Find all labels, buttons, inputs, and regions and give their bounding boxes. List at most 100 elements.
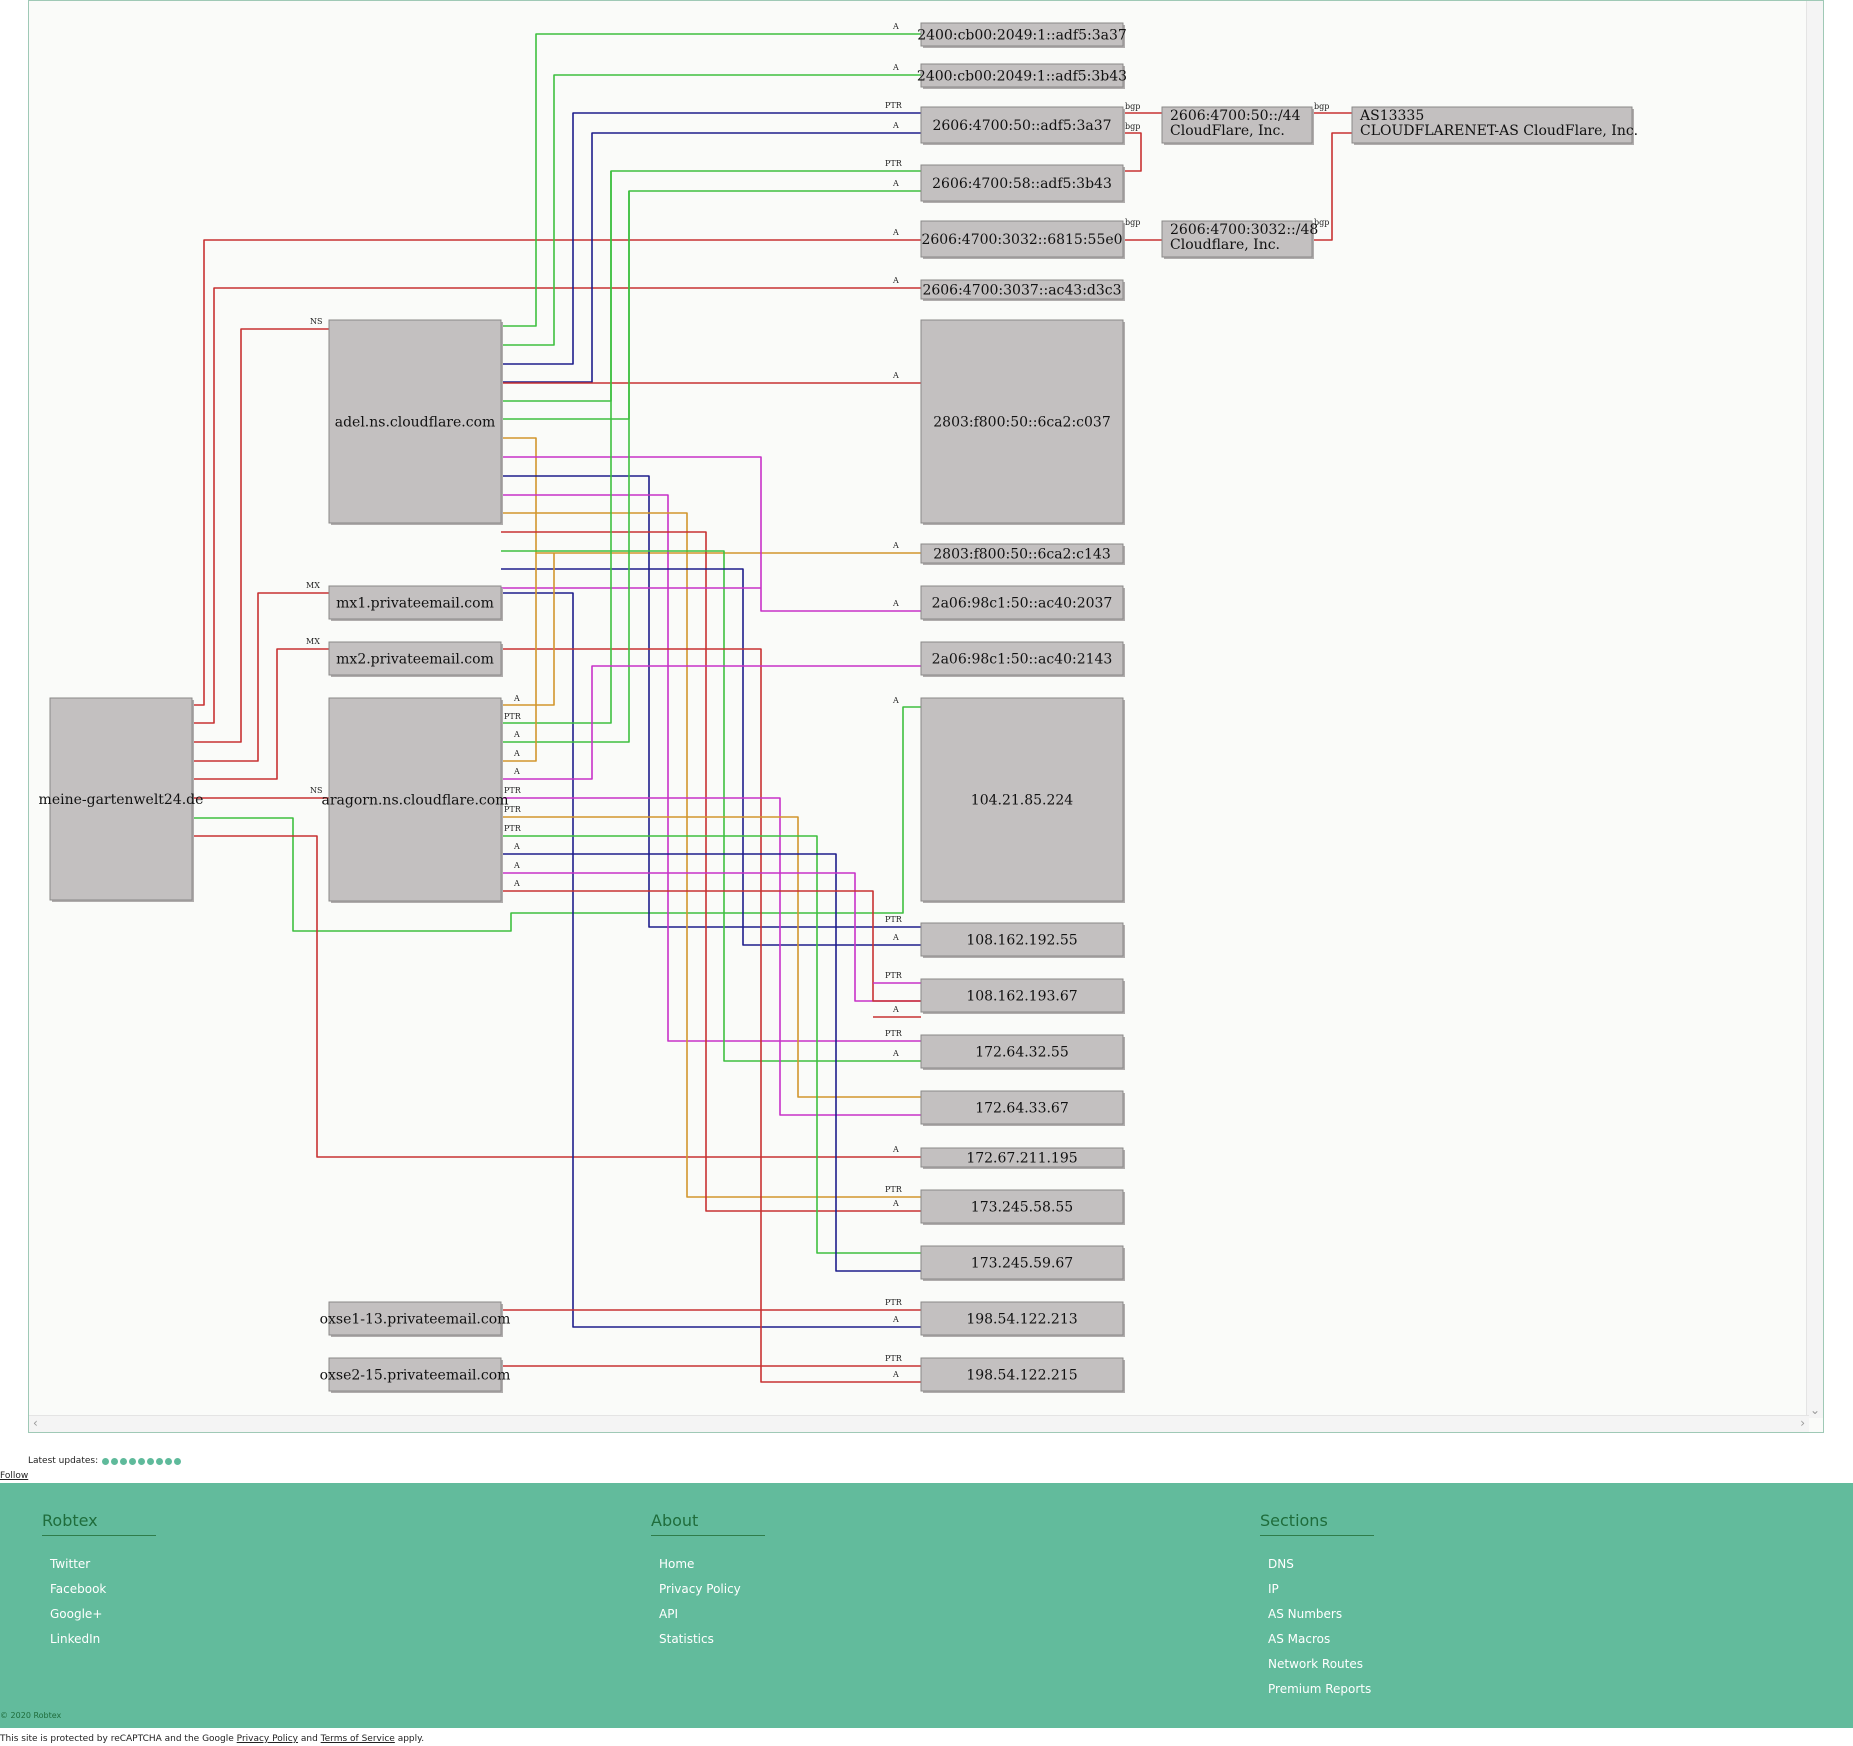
graph-edge: [192, 328, 329, 743]
update-dot[interactable]: [111, 1457, 119, 1465]
scroll-left-icon[interactable]: ‹: [33, 1416, 38, 1430]
graph-node-ip6_5[interactable]: 2606:4700:3032::6815:55e0: [920, 220, 1125, 259]
footer-link-network-routes[interactable]: Network Routes: [1268, 1657, 1364, 1671]
node-box: [920, 978, 1124, 1013]
horizontal-scrollbar[interactable]: ‹ ›: [29, 1415, 1809, 1432]
footer-link-privacy-policy[interactable]: Privacy Policy: [659, 1582, 741, 1596]
graph-nodes: meine-gartenwelt24.de adel.ns.cloudflare.…: [39, 22, 1638, 1393]
scroll-right-icon[interactable]: ›: [1800, 1416, 1805, 1430]
graph-edge: [501, 512, 921, 1198]
graph-node-ip4_8[interactable]: 173.245.59.67: [920, 1245, 1125, 1281]
update-indicator-dots[interactable]: [102, 1457, 182, 1465]
graph-node-ip4_1[interactable]: 104.21.85.224: [920, 697, 1125, 903]
footer-link-facebook[interactable]: Facebook: [50, 1582, 107, 1596]
graph-node-ip4_9[interactable]: 198.54.122.213: [920, 1301, 1125, 1337]
graph-node-mx2[interactable]: mx2.privateemail.com: [328, 641, 503, 677]
graph-edge: [501, 191, 630, 743]
graph-node-ip4_3[interactable]: 108.162.193.67: [920, 978, 1125, 1014]
graph-edge: [501, 553, 537, 762]
graph-node-ns2[interactable]: aragorn.ns.cloudflare.com: [322, 697, 509, 903]
footer-link-googleplus[interactable]: Google+: [50, 1607, 103, 1621]
update-dot[interactable]: [147, 1457, 155, 1465]
graph-node-ip4_10[interactable]: 198.54.122.215: [920, 1357, 1125, 1393]
graph-edge: [501, 665, 921, 780]
node-label: 104.21.85.224: [971, 793, 1074, 809]
edge-label: PTR: [885, 971, 903, 980]
footer-link-statistics[interactable]: Statistics: [659, 1632, 714, 1646]
graph-edge: [501, 853, 921, 1272]
privacy-policy-link[interactable]: Privacy Policy: [236, 1734, 299, 1744]
graph-edge: [501, 890, 921, 1002]
graph-node-ip6_3[interactable]: 2606:4700:50::adf5:3a37: [920, 106, 1125, 145]
graph-node-ip6_6[interactable]: 2606:4700:3037::ac43:d3c3: [920, 279, 1125, 301]
footer-link-twitter[interactable]: Twitter: [50, 1557, 91, 1571]
node-box: [328, 641, 502, 676]
scroll-down-icon[interactable]: ⌄: [1810, 1403, 1821, 1417]
graph-node-ip6_1[interactable]: 2400:cb00:2049:1::adf5:3a37: [917, 22, 1127, 48]
footer-link-home[interactable]: Home: [659, 1557, 695, 1571]
graph-node-ip4_7[interactable]: 173.245.58.55: [920, 1189, 1125, 1225]
edge-label: A: [513, 694, 520, 703]
graph-edge: [501, 568, 921, 946]
graph-node-domain[interactable]: meine-gartenwelt24.de: [39, 697, 204, 902]
footer-link-as-numbers[interactable]: AS Numbers: [1268, 1607, 1343, 1621]
edge-label: MX: [306, 637, 320, 646]
node-box: [328, 697, 502, 902]
edge-label: A: [892, 1370, 899, 1379]
graph-node-ip6_10[interactable]: 2a06:98c1:50::ac40:2143: [920, 641, 1125, 677]
footer-link-as-macros[interactable]: AS Macros: [1268, 1632, 1331, 1646]
graph-edge: [192, 835, 921, 1158]
edge-label: A: [892, 696, 899, 705]
follow-link[interactable]: Follow: [0, 1471, 29, 1481]
node-label: 173.245.59.67: [971, 1256, 1073, 1272]
update-dot[interactable]: [156, 1457, 164, 1465]
graph-edge: [1312, 132, 1352, 241]
footer-link-linkedin[interactable]: LinkedIn: [50, 1632, 101, 1646]
footer-link-premium-reports[interactable]: Premium Reports: [1268, 1682, 1372, 1696]
node-box: [1161, 106, 1313, 144]
update-dot[interactable]: [165, 1457, 173, 1465]
graph-node-ns1[interactable]: adel.ns.cloudflare.com: [328, 319, 503, 525]
node-box: [1351, 106, 1633, 144]
graph-node-ip6_9[interactable]: 2a06:98c1:50::ac40:2037: [920, 585, 1125, 621]
edge-label: A: [513, 842, 520, 851]
footer-link-ip[interactable]: IP: [1268, 1582, 1279, 1596]
graph-node-ip6_7[interactable]: 2803:f800:50::6ca2:c037: [920, 319, 1125, 525]
node-box: [920, 220, 1124, 258]
graph-node-ip6_2[interactable]: 2400:cb00:2049:1::adf5:3b43: [917, 63, 1127, 89]
graph-edge: [501, 132, 921, 383]
node-box: [920, 1245, 1124, 1280]
update-dot[interactable]: [102, 1457, 110, 1465]
graph-node-ip4_4[interactable]: 172.64.32.55: [920, 1034, 1125, 1070]
graph-node-ip6_4[interactable]: 2606:4700:58::adf5:3b43: [920, 164, 1125, 203]
node-box: [328, 1357, 502, 1392]
update-dot[interactable]: [129, 1457, 137, 1465]
graph-node-ip4_6[interactable]: 172.67.211.195: [920, 1147, 1125, 1169]
graph-node-ip4_2[interactable]: 108.162.192.55: [920, 922, 1125, 958]
terms-of-service-link[interactable]: Terms of Service: [320, 1734, 395, 1744]
graph-node-ip6_8[interactable]: 2803:f800:50::6ca2:c143: [920, 543, 1125, 565]
update-dot[interactable]: [174, 1457, 182, 1465]
graph-node-mx1[interactable]: mx1.privateemail.com: [328, 585, 503, 621]
graph-edge: [501, 648, 921, 1383]
node-label: mx2.privateemail.com: [336, 652, 494, 668]
update-dot[interactable]: [138, 1457, 146, 1465]
edge-label: A: [892, 63, 899, 72]
node-label: 2606:4700:58::adf5:3b43: [932, 176, 1112, 192]
graph-node-oxse1[interactable]: oxse1-13.privateemail.com: [320, 1301, 511, 1337]
vertical-scrollbar[interactable]: ⌄: [1806, 1, 1823, 1418]
update-dot[interactable]: [120, 1457, 128, 1465]
node-label: adel.ns.cloudflare.com: [335, 415, 496, 431]
graph-edge: [501, 171, 612, 724]
footer-link-api[interactable]: API: [659, 1607, 678, 1621]
graph-edge: [501, 835, 921, 1254]
node-label: 2606:4700:50::adf5:3a37: [932, 118, 1111, 134]
graph-node-ip4_5[interactable]: 172.64.33.67: [920, 1090, 1125, 1126]
footer-link-dns[interactable]: DNS: [1268, 1557, 1294, 1571]
graph-node-oxse2[interactable]: oxse2-15.privateemail.com: [320, 1357, 511, 1393]
graph-edge: [501, 456, 921, 612]
